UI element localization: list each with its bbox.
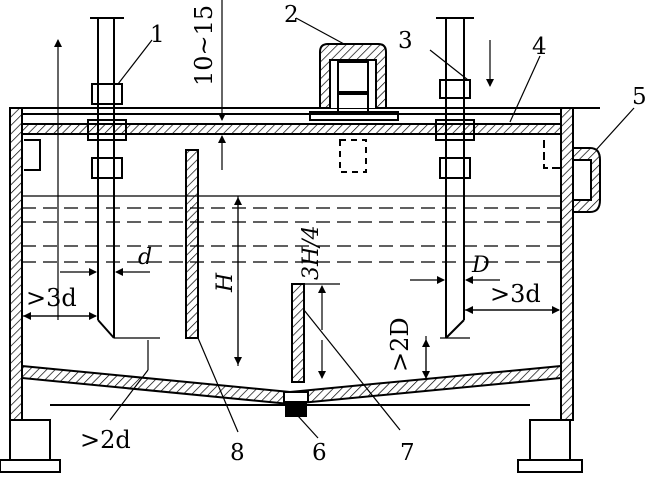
label-pipe-d: d [138, 245, 152, 270]
callout-4: 4 [532, 34, 547, 60]
callout-8: 8 [230, 440, 245, 466]
label-baffle-height: 3H/4 [299, 225, 324, 280]
label-wall-right: >3d [490, 280, 541, 308]
callout-3: 3 [398, 28, 413, 54]
label-gap-top: 10~15 [190, 5, 218, 86]
left-leg [9, 419, 51, 461]
callout-1: 1 [150, 22, 165, 48]
dimension-lines [22, 0, 560, 421]
baffle-7 [291, 283, 305, 383]
baffle-8 [185, 149, 199, 339]
left-inlet-pipe [87, 17, 127, 339]
tank-lid [21, 123, 562, 135]
label-pipe-D: D [471, 253, 490, 278]
leader-lines [117, 17, 635, 439]
right-outlet-pipe [435, 17, 475, 339]
label-wall-left: >3d [26, 284, 77, 312]
label-height-H: H [213, 272, 238, 293]
callout-5: 5 [632, 84, 647, 110]
callout-7: 7 [400, 440, 415, 466]
vent-cap [309, 43, 399, 173]
callout-6: 6 [312, 440, 327, 466]
liquid-surface [22, 195, 561, 263]
sight-glass [24, 139, 601, 213]
callout-2: 2 [284, 2, 299, 28]
label-clearance-left: >2d [80, 426, 131, 454]
label-clearance-right: >2D [386, 317, 414, 372]
left-wall [9, 107, 23, 421]
right-wall [560, 107, 574, 421]
drain-plug [283, 391, 309, 403]
right-leg [529, 419, 571, 461]
